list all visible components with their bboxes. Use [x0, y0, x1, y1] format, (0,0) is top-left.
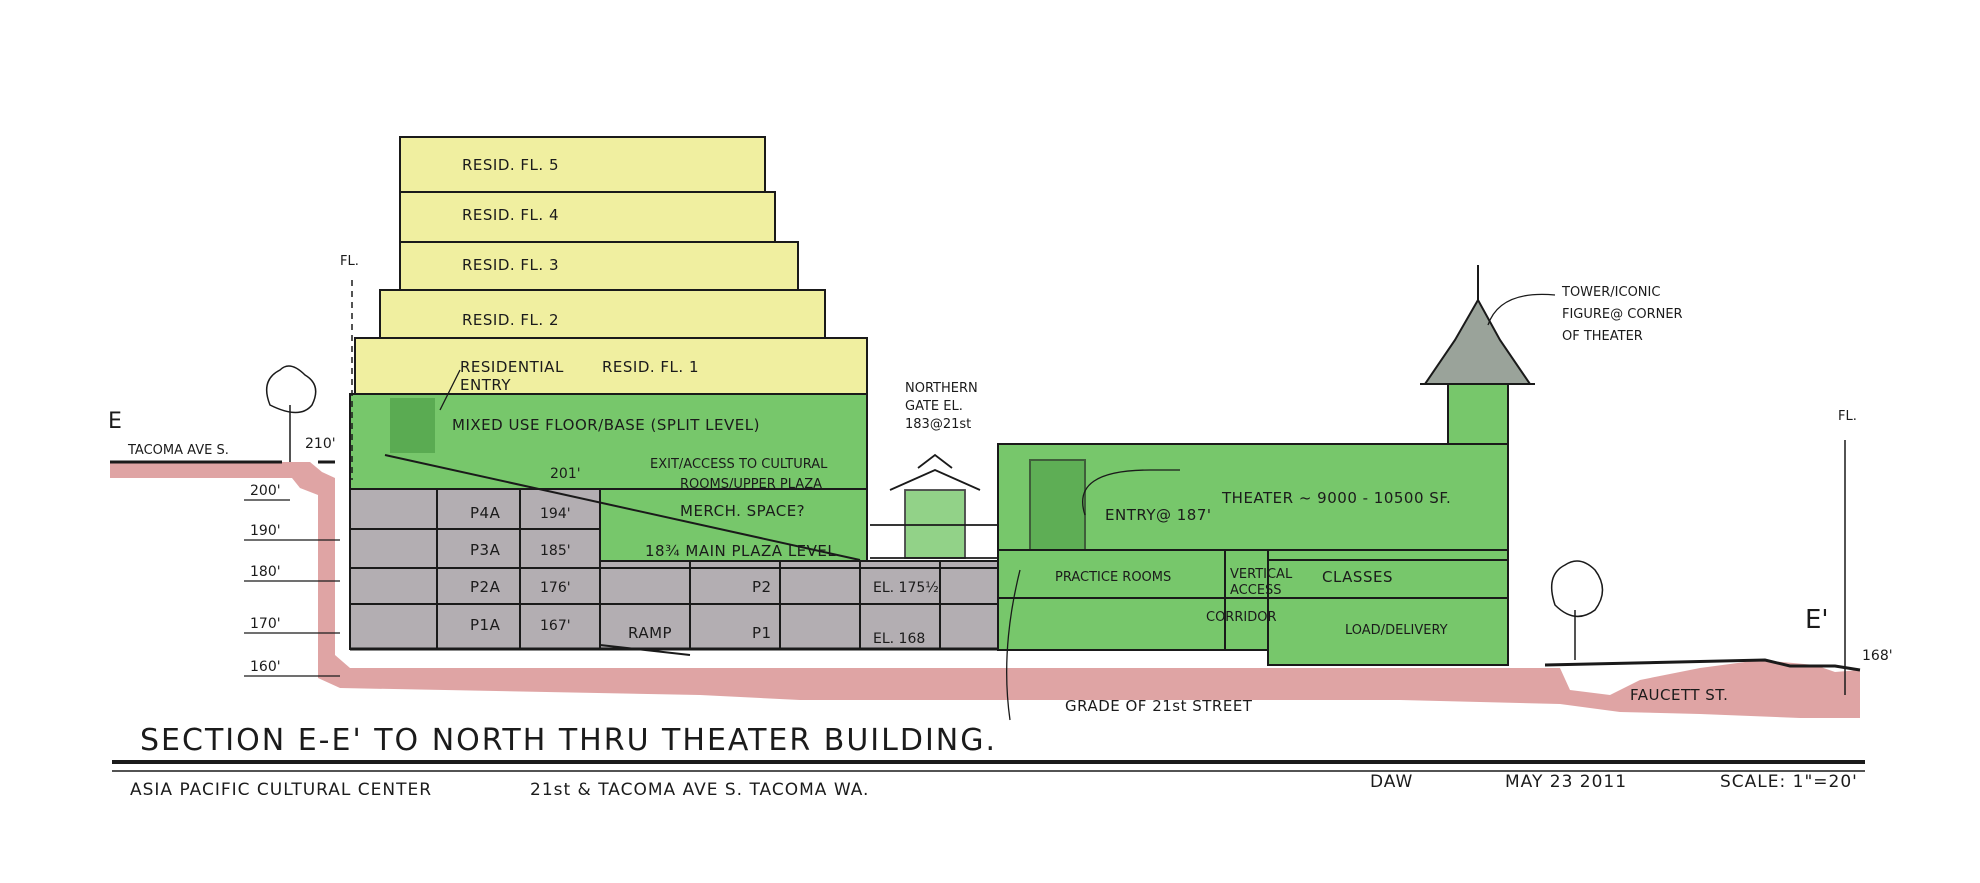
resid-fl-3-label: RESID. FL. 3 — [462, 256, 559, 274]
fl-label-left: FL. — [340, 254, 359, 269]
residential-entry-label-2: ENTRY — [460, 376, 511, 394]
el-185-label: 185' — [540, 543, 571, 559]
tower-label-1: TOWER/ICONIC — [1561, 285, 1660, 300]
northern-gate-label-1: NORTHERN — [905, 381, 978, 396]
tacoma-ave-label: TACOMA AVE S. — [127, 443, 229, 458]
vertical-access-label-2: ACCESS — [1230, 583, 1282, 598]
p4a-label: P4A — [470, 504, 501, 522]
p2-label: P2 — [752, 578, 772, 596]
el-201-label: 201' — [550, 466, 581, 482]
theater-building — [997, 383, 1509, 666]
exit-access-label-1: EXIT/ACCESS TO CULTURAL — [650, 457, 828, 472]
resid-fl-5-label: RESID. FL. 5 — [462, 156, 559, 174]
leader-lines — [439, 293, 1556, 721]
p2a-label: P2A — [470, 578, 501, 596]
el-194-label: 194' — [540, 506, 571, 522]
load-delivery-label: LOAD/DELIVERY — [1345, 623, 1448, 638]
el-167-label: 167' — [540, 618, 571, 634]
northern-gate-label-3: 183@21st — [905, 417, 971, 432]
elevation-mark: 160' — [250, 659, 281, 675]
practice-rooms-label: PRACTICE ROOMS — [1055, 570, 1171, 585]
el-210-label: 210' — [305, 436, 336, 452]
el-168-label: EL. 168 — [873, 631, 925, 647]
tower-label-3: OF THEATER — [1562, 329, 1643, 344]
footer-scale: SCALE: 1"=20' — [1720, 772, 1858, 792]
fl-label-right: FL. — [1838, 409, 1857, 424]
entry-187-label: ENTRY@ 187' — [1105, 506, 1212, 524]
exit-access-label-2: ROOMS/UPPER PLAZA — [680, 477, 822, 492]
elevation-mark: 180' — [250, 564, 281, 580]
footer-initials: DAW — [1370, 772, 1413, 792]
footer-date: MAY 23 2011 — [1505, 772, 1627, 792]
residential-tower — [354, 136, 868, 395]
resid-fl-4-label: RESID. FL. 4 — [462, 206, 559, 224]
footer-project: ASIA PACIFIC CULTURAL CENTER — [130, 780, 432, 800]
main-plaza-label: 18¾ MAIN PLAZA LEVEL — [645, 542, 836, 560]
northern-gate — [870, 453, 998, 559]
corridor-label: CORRIDOR — [1206, 610, 1276, 625]
resid-fl-2-label: RESID. FL. 2 — [462, 311, 559, 329]
ramp-line — [384, 454, 861, 561]
section-mark-right: E' — [1805, 605, 1829, 635]
ramp-label: RAMP — [628, 624, 672, 642]
northern-gate-label-2: GATE EL. — [905, 399, 963, 414]
theater-label: THEATER ~ 9000 - 10500 SF. — [1221, 489, 1451, 507]
classes-label: CLASSES — [1322, 568, 1393, 586]
elevation-scale: 200' 190' 180' 170' 160' — [244, 483, 340, 677]
p1a-label: P1A — [470, 616, 501, 634]
elevation-mark: 170' — [250, 616, 281, 632]
tree-right — [1550, 560, 1604, 660]
ground-fill — [110, 462, 1860, 718]
el-175-label: EL. 175½ — [873, 580, 939, 596]
el-176-label: 176' — [540, 580, 571, 596]
footer-address: 21st & TACOMA AVE S. TACOMA WA. — [530, 780, 869, 800]
el-168-right-label: 168' — [1862, 648, 1893, 664]
tower-label-2: FIGURE@ CORNER — [1562, 307, 1683, 322]
section-mark-left: E — [108, 409, 122, 434]
mixed-use-base — [349, 393, 868, 562]
faucett-label: FAUCETT ST. — [1630, 686, 1728, 704]
p1-label: P1 — [752, 624, 772, 642]
resid-fl-1-label: RESID. FL. 1 — [602, 358, 699, 376]
mixed-use-label: MIXED USE FLOOR/BASE (SPLIT LEVEL) — [452, 416, 760, 434]
vertical-access-label-1: VERTICAL — [1230, 567, 1293, 582]
residential-entry-label-1: RESIDENTIAL — [460, 358, 564, 376]
elevation-mark: 190' — [250, 523, 281, 539]
elevation-mark: 200' — [250, 483, 281, 499]
tree-left — [265, 365, 317, 462]
grade-21st-label: GRADE OF 21st STREET — [1065, 697, 1253, 715]
ground-line — [110, 460, 1861, 672]
drawing-title: SECTION E-E' TO NORTH THRU THEATER BUILD… — [140, 723, 997, 758]
p3a-label: P3A — [470, 541, 501, 559]
tower-roof — [1420, 265, 1535, 385]
merch-space-label: MERCH. SPACE? — [680, 502, 805, 520]
